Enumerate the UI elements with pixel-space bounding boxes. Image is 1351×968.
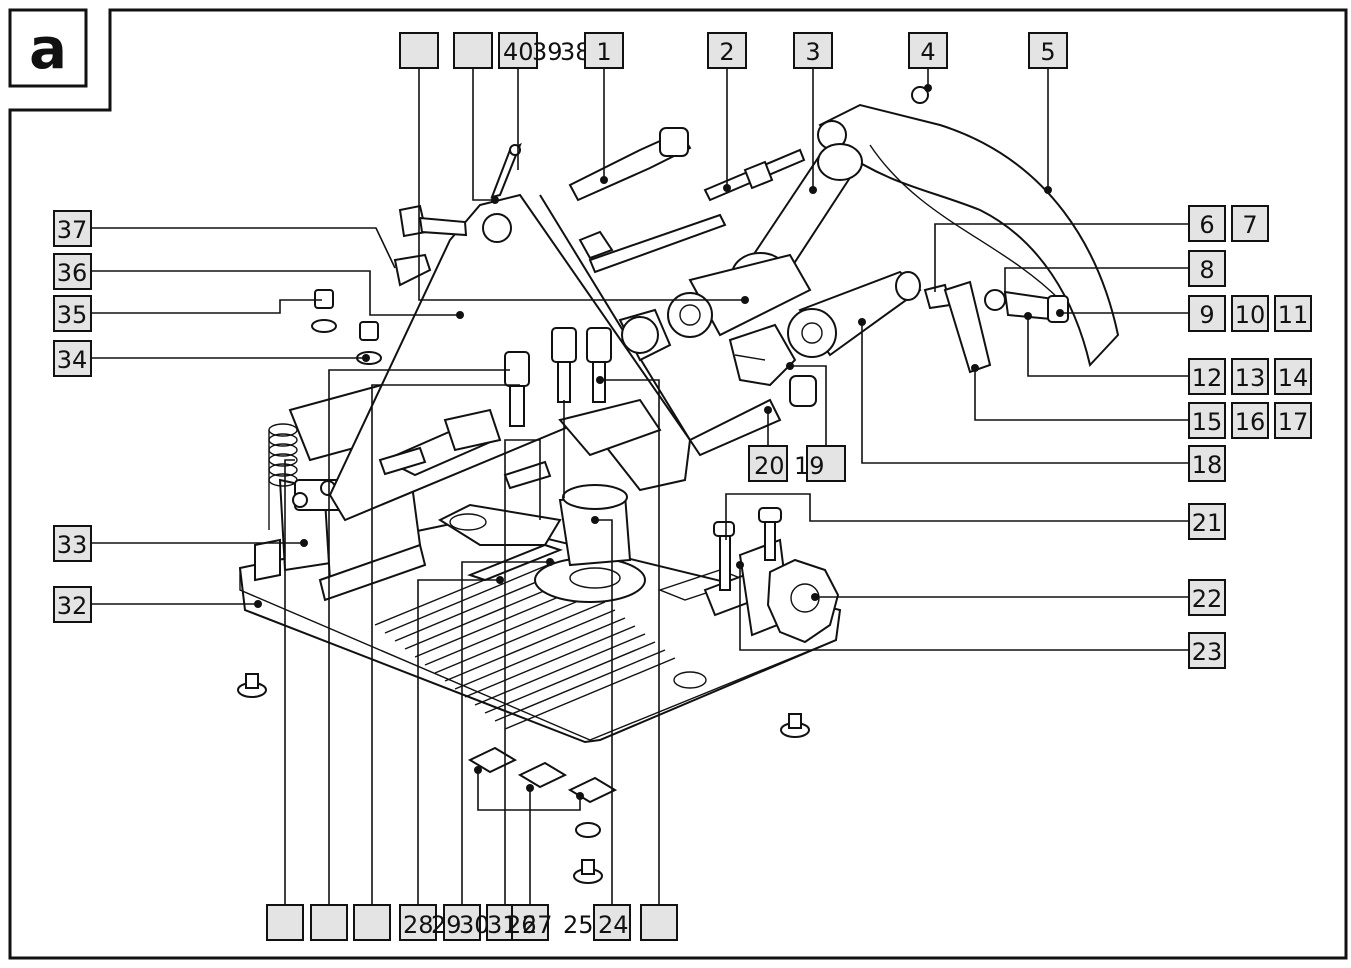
bolts-upper: [393, 127, 1069, 457]
callout-2: 2: [707, 32, 747, 69]
callout-empty-2: [310, 904, 348, 941]
figure-letter: a: [29, 17, 67, 82]
callout-10: 10: [1231, 295, 1269, 332]
callout-35: 35: [53, 295, 92, 332]
callout-label-2: 2: [719, 38, 734, 66]
clamp-knob: [766, 558, 840, 644]
callouts-top: 40 39 38 1 2 3 4 5: [399, 32, 1068, 69]
callout-label-19: 19: [794, 452, 825, 480]
connecting-arm: [667, 143, 863, 338]
vertical-screws: [311, 289, 612, 490]
callout-label-8: 8: [1199, 256, 1214, 284]
callout-label-27: 27: [522, 911, 553, 939]
callout-label-21: 21: [1192, 509, 1223, 537]
callout-empty-3: [353, 904, 391, 941]
callout-1: 1: [584, 32, 624, 69]
callout-label-35: 35: [57, 301, 88, 329]
motor-grip: [618, 270, 922, 387]
loose-hardware: [237, 673, 810, 884]
callout-label-5: 5: [1040, 38, 1055, 66]
callout-label-7: 7: [1242, 211, 1257, 239]
outer-frame: a: [8, 8, 1348, 960]
callout-33: 33: [53, 525, 92, 562]
callout-label-18: 18: [1192, 451, 1223, 479]
callout-32: 32: [53, 586, 92, 623]
callout-38: [498, 32, 538, 69]
callout-empty-4: [640, 904, 678, 941]
callout-label-34: 34: [57, 346, 88, 374]
callout-label-32: 32: [57, 592, 88, 620]
leader-dots: [254, 84, 1064, 800]
callout-label-31: 31: [487, 911, 518, 939]
callouts-left: 37 36 35 34 33 32: [53, 210, 92, 623]
callout-40: [399, 32, 439, 69]
callout-12: 12: [1188, 358, 1226, 395]
callout-label-28: 28: [403, 911, 434, 939]
callout-label-39: 39: [532, 38, 563, 66]
callout-39: [453, 32, 493, 69]
callout-14: 14: [1274, 358, 1312, 395]
callout-label-23: 23: [1192, 638, 1223, 666]
callout-6: 6: [1188, 205, 1226, 242]
callouts-bottom: 28 29 30 31 26 27 25 24: [266, 904, 678, 941]
callout-label-9: 9: [1199, 301, 1214, 329]
callout-label-11: 11: [1278, 301, 1309, 329]
callout-label-25: 25: [563, 911, 594, 939]
callout-label-22: 22: [1192, 585, 1223, 613]
callout-label-13: 13: [1235, 364, 1266, 392]
blade-guard: [817, 86, 1120, 368]
callout-label-12: 12: [1192, 364, 1223, 392]
callout-15: 15: [1188, 402, 1226, 439]
callout-34: 34: [53, 340, 92, 377]
callout-21: 21: [1188, 503, 1226, 540]
callout-16: 16: [1231, 402, 1269, 439]
callout-4: 4: [908, 32, 948, 69]
callout-label-20: 20: [754, 452, 785, 480]
pivot-turntable: [437, 484, 646, 603]
callout-8: 8: [1188, 250, 1226, 287]
callout-label-10: 10: [1235, 301, 1266, 329]
callout-label-37: 37: [57, 216, 88, 244]
callouts-middle: 20 19: [748, 445, 846, 482]
callout-9: 9: [1188, 295, 1226, 332]
leader-lines: [91, 68, 1189, 905]
machine-drawing: [237, 86, 1120, 884]
callout-17: 17: [1274, 402, 1312, 439]
callout-22: 22: [1188, 579, 1226, 616]
callout-23: 23: [1188, 632, 1226, 669]
callout-label-26: 26: [506, 911, 537, 939]
callout-label-17: 17: [1278, 408, 1309, 436]
callout-label-1: 1: [596, 38, 611, 66]
callout-label-30: 30: [459, 911, 490, 939]
callouts-right: 6 7 8 9 10 11 12 13 14 15 16 17 18 21 22…: [1188, 205, 1312, 669]
callout-label-29: 29: [431, 911, 462, 939]
callout-label-3: 3: [805, 38, 820, 66]
callout-11: 11: [1274, 295, 1312, 332]
callout-label-36: 36: [57, 259, 88, 287]
callout-label-24: 24: [598, 911, 629, 939]
callout-label-15: 15: [1192, 408, 1223, 436]
callout-18: 18: [1188, 445, 1226, 482]
vise-assembly: [703, 507, 840, 644]
callout-label-6: 6: [1199, 211, 1214, 239]
callout-5: 5: [1028, 32, 1068, 69]
callout-7: 7: [1231, 205, 1269, 242]
callout-37: 37: [53, 210, 92, 247]
callout-label-16: 16: [1235, 408, 1266, 436]
callout-13: 13: [1231, 358, 1269, 395]
callout-empty-1: [266, 904, 304, 941]
callout-label-40: 40: [503, 38, 534, 66]
callout-label-4: 4: [920, 38, 935, 66]
callout-label-33: 33: [57, 531, 88, 559]
callout-label-14: 14: [1278, 364, 1309, 392]
callout-3: 3: [793, 32, 833, 69]
callout-36: 36: [53, 253, 92, 290]
